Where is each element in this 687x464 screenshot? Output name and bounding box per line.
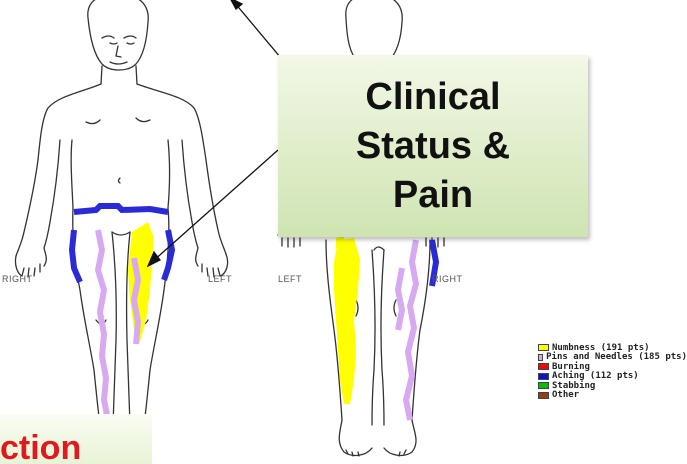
legend-item: Other: [538, 391, 687, 401]
legend-swatch: [538, 382, 549, 389]
legend-item: Pins and Needles (185 pts): [538, 353, 687, 363]
legend-swatch: [538, 363, 549, 370]
legend-swatch: [538, 354, 543, 361]
front-right-label: RIGHT: [2, 274, 33, 284]
front-numbness-region: [128, 222, 154, 342]
front-left-label: LEFT: [208, 274, 232, 284]
front-pins-needles-region: [98, 230, 138, 420]
front-body-figure: [15, 0, 227, 455]
clinical-status-callout: Clinical Status & Pain: [278, 55, 588, 237]
back-left-label: LEFT: [278, 274, 302, 284]
legend-swatch: [538, 373, 549, 380]
legend-item: Aching (112 pts): [538, 372, 687, 382]
legend-swatch: [538, 392, 549, 399]
legend-swatch: [538, 344, 549, 351]
pain-legend: Numbness (191 pts) Pins and Needles (185…: [538, 343, 687, 400]
callout-text: Clinical Status & Pain: [356, 73, 510, 220]
back-numbness-region: [334, 236, 360, 404]
bottom-label-box: ction: [0, 414, 152, 464]
front-aching-region: [72, 206, 172, 282]
legend-item: Stabbing: [538, 381, 687, 391]
bottom-label-text: ction: [0, 428, 81, 464]
back-right-label: RIGHT: [432, 274, 463, 284]
